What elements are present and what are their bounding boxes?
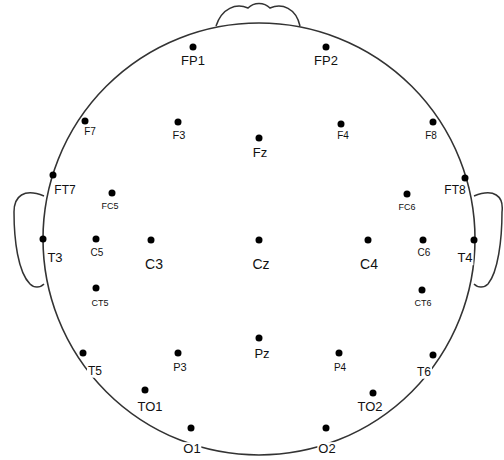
electrode-label: O2: [317, 442, 336, 456]
electrode-label: TO2: [356, 400, 383, 414]
electrode-label: P3: [172, 362, 187, 374]
electrode-label: TO1: [136, 400, 163, 414]
electrode-label: T3: [46, 251, 63, 265]
electrode-label: C3: [144, 257, 164, 272]
scalp-circle: [43, 23, 475, 455]
electrode-label: Fz: [252, 146, 268, 160]
electrode-label: C4: [359, 257, 379, 272]
electrode-label: FC5: [100, 202, 119, 211]
electrode-label: FC6: [397, 203, 416, 212]
electrode-label: C6: [417, 248, 432, 259]
electrode-label: FP1: [180, 54, 206, 68]
electrode-label: F7: [83, 127, 97, 138]
electrode-label: Pz: [253, 347, 270, 361]
electrode-label: Cz: [251, 257, 270, 272]
electrode-label: CT6: [413, 299, 432, 308]
right-ear: [474, 193, 502, 287]
electrode-label: F3: [172, 130, 187, 142]
electrode-label: FP2: [313, 54, 339, 68]
left-ear: [14, 193, 44, 287]
electrode-label: F8: [424, 131, 438, 142]
electrode-label: O1: [182, 442, 201, 456]
electrode-label: CT5: [90, 299, 109, 308]
electrode-label: P4: [333, 363, 347, 374]
electrode-label: F4: [336, 131, 350, 142]
electrode-label: T6: [416, 366, 432, 379]
electrode-label: FT7: [53, 184, 76, 197]
electrode-label: FT8: [443, 184, 466, 197]
electrode-label: T4: [456, 251, 473, 265]
electrode-dots: [40, 44, 478, 432]
electrode-label: T5: [87, 365, 103, 378]
electrode-label: C5: [90, 248, 105, 259]
